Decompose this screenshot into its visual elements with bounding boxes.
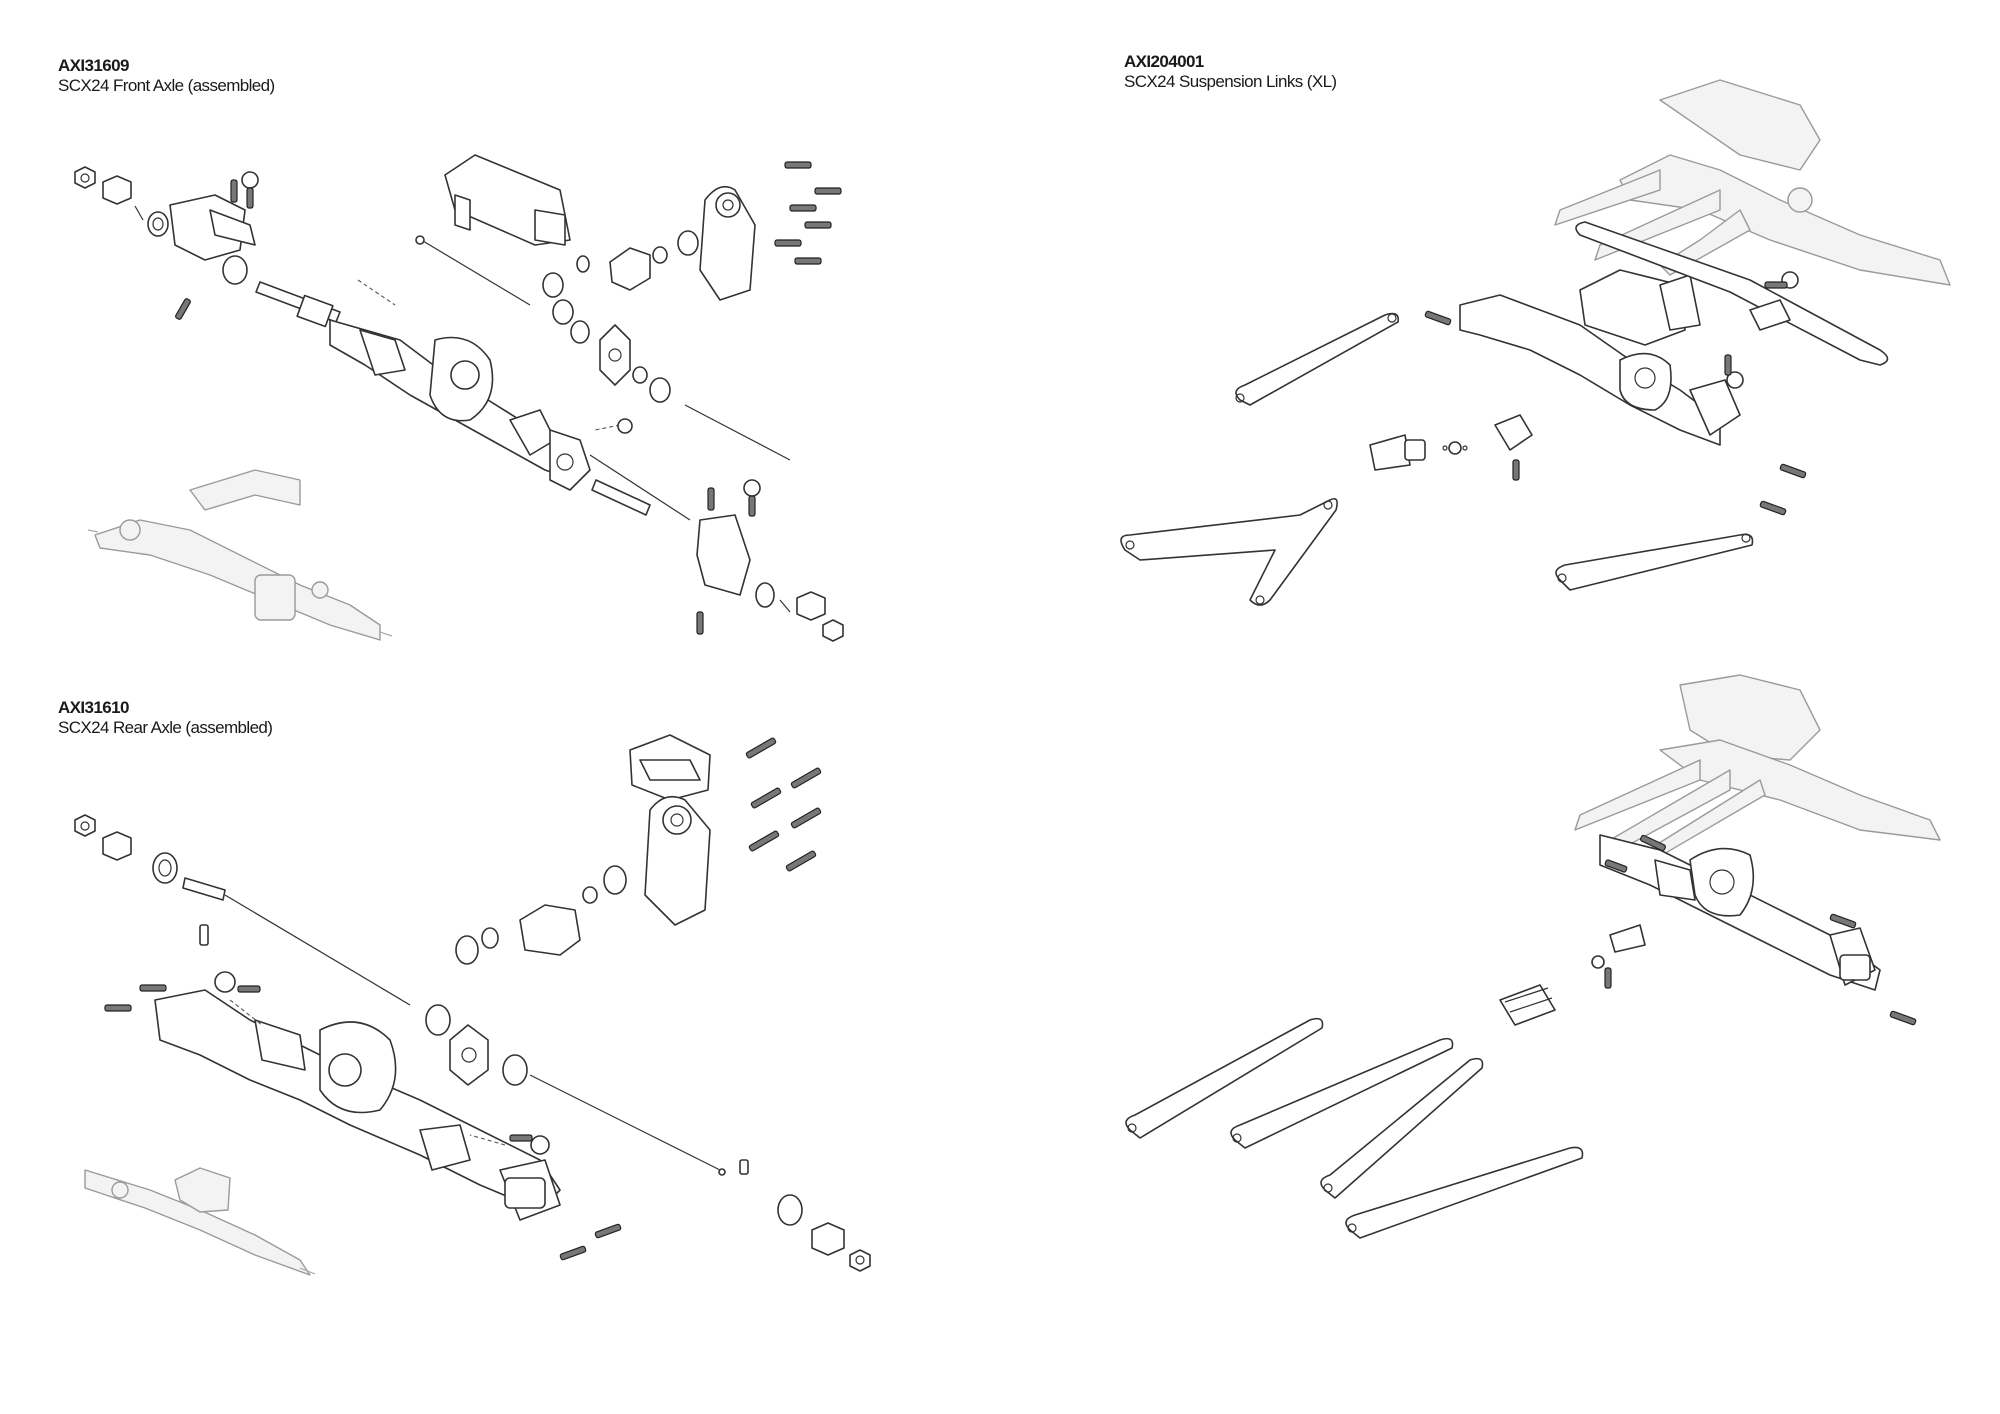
rear-axle-label: AXI31610 SCX24 Rear Axle (assembled): [58, 698, 273, 739]
links-steering-rod: [1575, 221, 1889, 366]
links-bottom-assembled-preview: [1574, 674, 1941, 866]
rear-axle-housing: [154, 989, 561, 1221]
front-axle-part-number: AXI31609: [58, 56, 129, 75]
links-a-arm: [1120, 497, 1338, 606]
rear-center-parts: [425, 734, 749, 1176]
suspension-links-description: SCX24 Suspension Links (XL): [1124, 72, 1337, 92]
links-link-upper-left: [1235, 312, 1400, 406]
front-right-hub-parts: [589, 418, 844, 642]
rear-axle-assembled-preview: [84, 1167, 316, 1276]
links-bottom-link-2: [1230, 1037, 1454, 1149]
links-bottom-link-4: [1345, 1146, 1584, 1239]
rear-left-screws: [104, 971, 261, 1012]
front-axle-label: AXI31609 SCX24 Front Axle (assembled): [58, 56, 275, 97]
front-screws-left: [175, 171, 259, 320]
links-bottom-link-1: [1125, 1017, 1324, 1139]
front-axle-exploded-diagram: [74, 154, 844, 642]
links-assembled-preview: [1554, 79, 1951, 286]
rear-axle-exploded-diagram: [74, 734, 871, 1276]
suspension-links-diagram-bottom: [1125, 674, 1941, 1239]
suspension-links-label: AXI204001 SCX24 Suspension Links (XL): [1124, 52, 1337, 93]
front-left-hub-parts: [74, 166, 256, 285]
front-gearbox-cover: [699, 185, 756, 301]
front-axle-assembled-preview: [87, 469, 393, 641]
rear-axle-part-number: AXI31610: [58, 698, 129, 717]
front-axle-description: SCX24 Front Axle (assembled): [58, 76, 275, 96]
links-exploded-axle: [1459, 269, 1744, 446]
rear-right-hub-parts: [509, 1134, 871, 1272]
rear-left-hub-parts: [74, 814, 411, 1006]
links-link-lower: [1555, 533, 1754, 591]
links-bottom-exploded-axle: [1599, 834, 1917, 1026]
front-axle-housing: [329, 319, 591, 491]
links-bottom-link-3: [1320, 1057, 1484, 1199]
suspension-links-diagram-top: [1120, 79, 1951, 606]
rear-gearbox-screws: [745, 737, 822, 872]
front-gearbox-screws: [774, 161, 842, 265]
front-center-parts: [415, 154, 791, 461]
rear-gearbox-cover: [644, 795, 711, 926]
front-axle-shaft: [255, 281, 341, 328]
rear-axle-description: SCX24 Rear Axle (assembled): [58, 718, 273, 738]
links-small-parts: [1369, 271, 1807, 516]
suspension-links-part-number: AXI204001: [1124, 52, 1204, 71]
links-bottom-small-parts: [1499, 924, 1646, 1026]
